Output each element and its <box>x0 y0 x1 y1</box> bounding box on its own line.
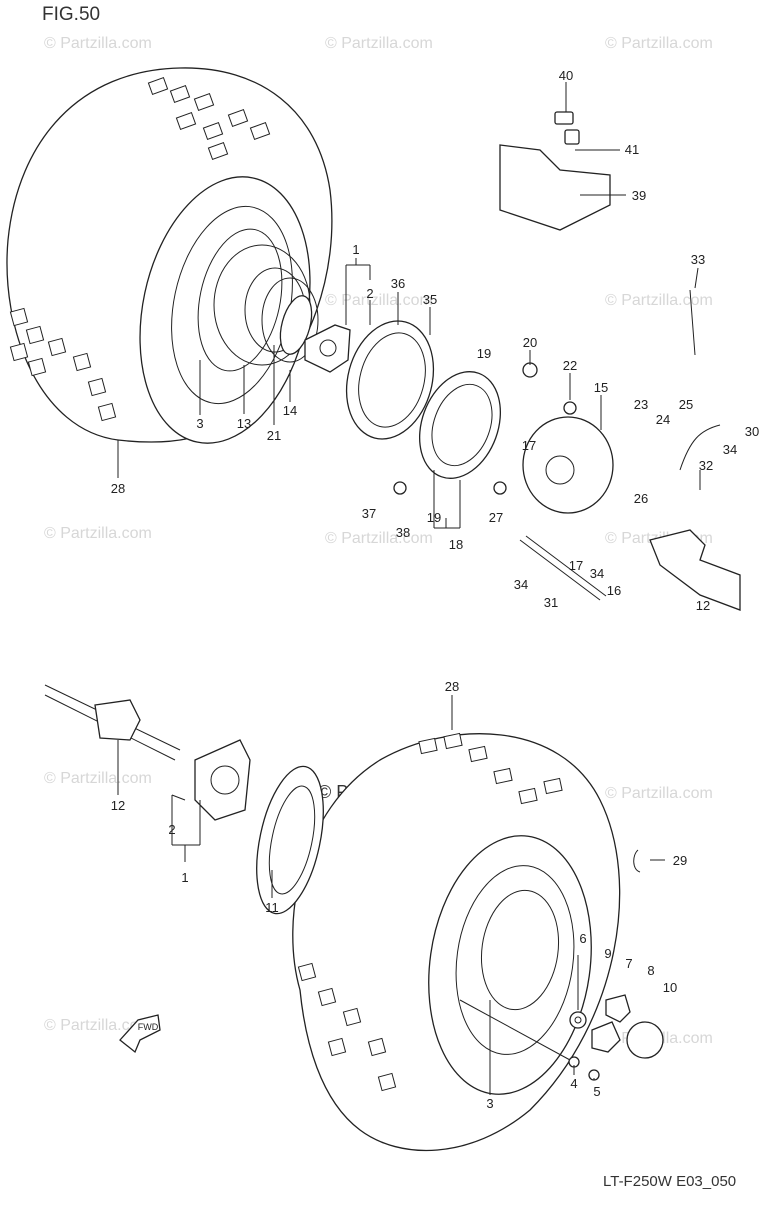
watermark: © Partzilla.com <box>605 35 713 52</box>
fwd-arrow-icon: FWD <box>119 1014 161 1054</box>
hub-assembly-top <box>261 111 741 611</box>
callout-3: 3 <box>486 1096 493 1111</box>
callout-7: 7 <box>625 956 632 971</box>
callout-12: 12 <box>696 598 710 613</box>
callout-20: 20 <box>523 335 537 350</box>
callout-19: 19 <box>427 510 441 525</box>
callout-30: 30 <box>745 424 759 439</box>
callout-37: 37 <box>362 506 376 521</box>
callout-23: 23 <box>634 397 648 412</box>
leader-lines <box>117 82 701 1095</box>
callout-9: 9 <box>604 946 611 961</box>
callout-2: 2 <box>168 822 175 837</box>
watermark: © Partzilla.com <box>44 1017 152 1034</box>
callout-15: 15 <box>594 380 608 395</box>
watermark: © Partzilla.com <box>605 785 713 802</box>
callout-41: 41 <box>625 142 639 157</box>
callout-1: 1 <box>181 870 188 885</box>
watermark: © Partzilla.com <box>325 530 433 547</box>
watermark: © Partzilla.com <box>44 770 152 787</box>
callout-17: 17 <box>522 438 536 453</box>
callout-24: 24 <box>656 412 670 427</box>
callout-38: 38 <box>396 525 410 540</box>
figure-title: FIG.50 <box>42 4 101 25</box>
callout-34: 34 <box>723 442 737 457</box>
tire-bottom <box>292 732 621 1152</box>
callout-6: 6 <box>579 931 586 946</box>
callout-18: 18 <box>449 537 463 552</box>
callout-25: 25 <box>679 397 693 412</box>
callout-16: 16 <box>607 583 621 598</box>
callout-11: 11 <box>265 900 279 915</box>
callout-32: 32 <box>699 458 713 473</box>
callout-4: 4 <box>570 1076 577 1091</box>
callout-21: 21 <box>267 428 281 443</box>
callout-34: 34 <box>514 577 528 592</box>
callout-26: 26 <box>634 491 648 506</box>
callout-17: 17 <box>569 558 583 573</box>
callout-12: 12 <box>111 798 125 813</box>
figure-code: LT-F250W E03_050 <box>603 1173 737 1190</box>
callout-22: 22 <box>563 358 577 373</box>
watermark: © Partzilla.com <box>605 292 713 309</box>
tire-top <box>6 67 333 444</box>
callout-34: 34 <box>590 566 604 581</box>
callout-5: 5 <box>593 1084 600 1099</box>
callout-3: 3 <box>196 416 203 431</box>
callouts: 40 41 39 33 1 2 36 35 20 19 22 15 23 24 … <box>111 68 759 1111</box>
callout-10: 10 <box>663 980 677 995</box>
callout-31: 31 <box>544 595 558 610</box>
callout-8: 8 <box>647 963 654 978</box>
callout-19: 19 <box>477 346 491 361</box>
callout-39: 39 <box>632 188 646 203</box>
callout-14: 14 <box>283 403 297 418</box>
callout-35: 35 <box>423 292 437 307</box>
callout-33: 33 <box>691 252 705 267</box>
callout-27: 27 <box>489 510 503 525</box>
callout-40: 40 <box>559 68 573 83</box>
callout-1: 1 <box>352 242 359 257</box>
callout-28: 28 <box>111 481 125 496</box>
callout-36: 36 <box>391 276 405 291</box>
callout-28: 28 <box>445 679 459 694</box>
fwd-label: FWD <box>138 1022 159 1032</box>
watermark: © Partzilla.com <box>44 525 152 542</box>
callout-13: 13 <box>237 416 251 431</box>
watermark: © Partzilla.com <box>44 35 152 52</box>
watermark: © Partzilla.com <box>325 292 433 309</box>
callout-29: 29 <box>673 853 687 868</box>
callout-2: 2 <box>366 286 373 301</box>
watermark: © Partzilla.com <box>325 35 433 52</box>
